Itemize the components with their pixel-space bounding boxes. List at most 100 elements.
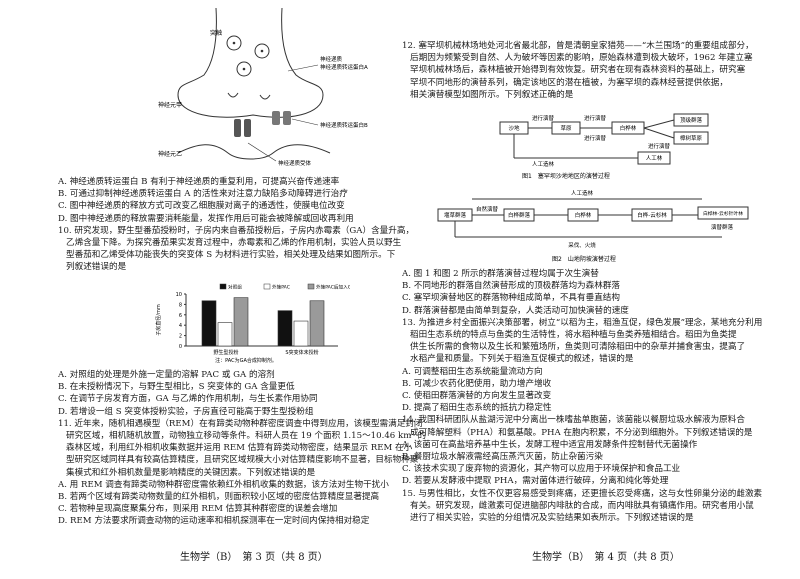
legend-swatch: [263, 283, 271, 290]
q12-option-a: A. 图 1 和图 2 所示的群落演替过程均属于次生演替: [402, 269, 599, 279]
q13-option-a: A. 可调整稻田生态系统能量流动方向: [402, 366, 543, 377]
fig1-node: 樟树草原: [680, 134, 703, 142]
y-tick-label: 6: [179, 313, 182, 319]
q10-option-a: A. 对照组的处理是外施一定量的溶解 PAC 或 GA 的溶剂: [58, 370, 275, 380]
q12-stem: 12. 塞罕坝机械林场地处河北省最北部，曾是清朝皇家猎苑——“木兰围场”的重要组…: [402, 40, 786, 101]
q9-option-d: D. 图中神经递质的释放需要消耗能量，发挥作用后可能会被降解或回收再利用: [58, 213, 354, 224]
q13-option-c: C. 使稻田群落演替的方向发生显著改变: [402, 391, 552, 402]
legend-label: 外施PAC: [272, 284, 290, 291]
q12-option-b: B. 不同地形的群落自然演替形成的顶极群落均为森林群落: [402, 281, 621, 292]
fig2-node: 演替群落: [711, 223, 734, 231]
neurotransmitter-label: 神经递质: [320, 55, 343, 63]
q13-option-d: D. 提高了稻田生态系统的抵抗力稳定性: [402, 403, 552, 414]
fig2-node: 堰草群落: [444, 211, 467, 219]
bar: [309, 300, 325, 347]
fig2-node: 白桦林: [575, 211, 592, 219]
vesicle-label: 突触: [210, 29, 222, 37]
fig1-arrow-label: 进行演替: [584, 114, 607, 122]
q12-line: 罕坝不同地形的演替系列，确定该地区的潜在植被，为塞罕坝的森林经营提供依据，: [410, 77, 728, 88]
q11-line: 型研究区域同样具有较高估算精度，且研究区域规模大小对估算精度影响不显著，目标物种…: [66, 455, 419, 466]
y-tick-label: 2: [179, 334, 182, 340]
legend-swatch: [219, 283, 227, 290]
fig2-node: 白桦-云杉林: [637, 211, 667, 219]
bar: [233, 297, 249, 347]
fig2-arrow-label: 自然演替: [476, 205, 499, 213]
bar: [293, 320, 309, 347]
fig1-arrow-label: 进行演替: [584, 134, 607, 142]
fig1-human-label: 人工造林: [532, 160, 555, 168]
fig1-arrow-label: 进行演替: [532, 114, 555, 122]
q12-line: 后期因为频繁受到自然、人为破坏等因素的影响，原始森林遭到极大破坏，1962 年建…: [410, 53, 753, 64]
fig2-top-label: 人工造林: [571, 189, 594, 197]
y-tick-label: 4: [179, 323, 182, 329]
fig1-node: 白桦林: [620, 124, 637, 132]
q10-line: 乙烯含量下降。为探究番茄果实发育过程中，赤霉素和乙烯的作用机制，实验人员以野生: [66, 238, 402, 249]
q13-line: 水稻产量和质量。下列关于稻渔互促模式的叙述，错误的是: [410, 354, 634, 365]
post-neuron-label: 神经元乙: [158, 150, 182, 158]
receptor-label: 神经递质受体: [278, 159, 312, 167]
bar: [277, 310, 293, 347]
fig1-node: 沙地: [508, 124, 520, 132]
q9-option-c: C. 图中神经递质的释放方式可改变乙细胞膜对离子的通透性，使膜电位改变: [58, 201, 345, 212]
q11-option-a: A. 用 REM 调查有蹄类动物种群密度需依赖红外相机收集的数据，该方法对生物干…: [58, 479, 389, 490]
fig1-caption: 图1 塞罕坝沙地地区的演替过程: [522, 172, 610, 180]
q12-line: 罕坝机械林场后，森林植被开始得到有效恢复。研究者在现有森林资料的基础上，研究塞: [410, 65, 746, 76]
succession-figure-2: 人工造林 堰草群落 白桦群落 白桦林 白桦-云杉林 白桦林-云杉针叶林 演替群落…: [437, 189, 749, 263]
q12-options: A. 图 1 和图 2 所示的群落演替过程均属于次生演替 B. 不同地形的群落自…: [402, 268, 786, 524]
q13-line: 13. 为推进乡村全面振兴决策部署，树立“以稻为主，稻渔互促，绿色发展”理念，某…: [402, 317, 763, 328]
q12-line: 12. 塞罕坝机械林场地处河北省最北部，曾是清朝皇家猎苑——“木兰围场”的重要组…: [402, 41, 754, 51]
fig1-node: 人工林: [646, 154, 663, 162]
q13-line: 供生长所需的食物以及生长和繁殖场所，鱼类则可清除稻田中的杂草并捕食害虫，提高了: [410, 342, 746, 353]
q14-option-c: C. 该技术实现了废弃物的资源化，其产物可以应用于环境保护和食品工业: [402, 464, 681, 475]
q10-option-c: C. 在调节子房发育方面，GA 与乙烯的作用机制，与生长素作用协同: [58, 394, 318, 405]
q10-option-d: D. 若增设一组 S 突变体授粉实验，子房直径可能高于野生型授粉组: [58, 406, 314, 417]
q10-option-b: B. 在未授粉情况下，与野生型相比，S 突变体的 GA 含量更低: [58, 382, 295, 393]
bar: [201, 300, 217, 347]
pre-neuron-label: 神经元甲: [158, 101, 182, 109]
q13-line: 稻田生态系统的特点与鱼类的生活特性，将水稻种植与鱼类养殖相结合。稻田为鱼类提: [410, 330, 737, 341]
q14-option-a: A. 该菌可在高盐培养基中生长，发酵工程中适宜用发酵条件控制替代无菌操作: [402, 439, 698, 450]
fig1-arrow-label: 进行演替: [648, 142, 671, 150]
q15-line: 进行了相关实验，实验的分组情况及实验结果如表所示。下列叙述错误的是: [410, 513, 694, 524]
fig1-node: 顶级群落: [680, 116, 703, 124]
q11-option-c: C. 若物种呈现高度聚集分布，则采用 REM 估算其种群密度的误差会增加: [58, 504, 338, 515]
synapse-diagram: 突触 神经元甲 神经递质 神经递质转运蛋白A 神经递质转运蛋白B 神经元乙 神经…: [158, 7, 368, 167]
q10-line: 型番茄和乙烯受体功能丧失的突变体 S 为材料进行实验，相关处理及结果如图所示。下: [66, 250, 396, 261]
q11-line: 11. 近年来，随机相遇模型（REM）在有蹄类动物种群密度调查中得到应用，该模型…: [58, 418, 423, 429]
fig1-node: 草原: [560, 124, 572, 132]
chart-note: 注：PAC为GA合成抑制剂。: [215, 357, 277, 364]
legend-swatch: [307, 283, 315, 290]
succession-figure-1: 沙地 草原 白桦林 顶级群落 樟树草原 人工林 进行演替 进行演替 进行演替 进…: [499, 113, 709, 180]
q15-line: 有关。研究发现，雌激素可促进脑部内啡肽的合成，而内啡肽具有镇痛作用。研究者用小鼠: [410, 500, 754, 511]
q11-option-d: D. REM 方法要求所调查动物的运动速率和相机探测率在一定时间内保持相对稳定: [58, 516, 370, 527]
x-category-label: 野生型授粉: [213, 349, 238, 356]
legend-label: 对照组: [228, 284, 242, 291]
y-tick-label: 10: [176, 292, 182, 298]
q11-line: 研究区域，相机随机放置，动物独立移动等条件。科研人员在 19 个面积 1.15～…: [66, 431, 427, 442]
q14-option-b: B. 餐厨垃圾水解液需经高压蒸汽灭菌，防止杂菌污染: [402, 452, 603, 463]
q14-option-d: D. 若要从发酵液中提取 PHA，需对菌体进行破碎，分离和纯化等处理: [402, 476, 669, 487]
y-tick-label: 0: [179, 344, 182, 350]
y-axis-label: 子房直径/mm: [155, 304, 162, 336]
q12-line: 相关演替模型如图所示。下列叙述正确的是: [410, 89, 574, 100]
bar: [217, 322, 233, 347]
q13-option-b: B. 可减少农药化肥使用，助力增产增收: [402, 378, 552, 389]
q10-line: 列叙述错误的是: [66, 262, 127, 273]
q15-line: 15. 与男性相比，女性不仅更容易感受到疼痛，还更擅长忍受疼痛，这与女性卵巢分泌…: [402, 488, 763, 499]
q11-line: 集模式和红外相机数量是影响精度的关键因素。下列叙述错误的是: [66, 467, 316, 478]
x-category-label: S突变体未授粉: [285, 349, 318, 356]
q9-options: A. 神经递质转运蛋白 B 有利于神经递质的重复利用，可提高兴奋传递速率 B. …: [58, 176, 438, 274]
q10-options: A. 对照组的处理是外施一定量的溶解 PAC 或 GA 的溶剂 B. 在未授粉情…: [58, 369, 438, 528]
q10-line: 10. 研究发现，野生型番茄授粉时，子房内来自番茄授粉后，子房内赤霉素（GA）含…: [58, 225, 415, 236]
q12-option-d: D. 群落演替都是由简单到复杂，人类活动可加快演替的速度: [402, 305, 629, 316]
fig2-node: 白桦群落: [508, 211, 531, 219]
legend-label: 外施PAC后加入GA: [316, 284, 350, 291]
fig2-bottom-label: 采伐、火烧: [568, 241, 596, 249]
q9-option-b: B. 可通过抑制神经递质转运蛋白 A 的活性来对注意力缺陷多动障碍进行治疗: [58, 189, 348, 200]
fig2-node: 白桦林-云杉针叶林: [703, 210, 743, 217]
transporter-b-label: 神经递质转运蛋白B: [320, 121, 368, 129]
transporter-a-label: 神经递质转运蛋白A: [320, 63, 368, 71]
fig2-caption: 图2 山地阴坡演替过程: [552, 255, 616, 263]
